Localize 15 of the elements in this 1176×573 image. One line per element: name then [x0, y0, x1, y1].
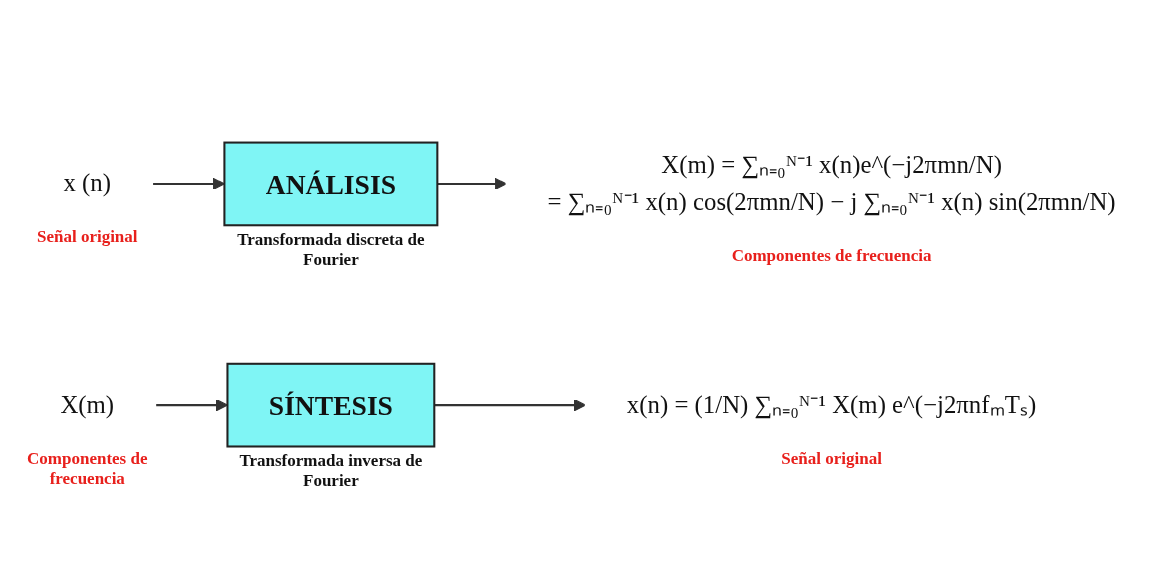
node-box: ANÁLISIS	[223, 141, 439, 227]
node-box: SÍNTESIS	[226, 363, 436, 448]
caption-text: Transformada discreta de Fourier	[236, 229, 426, 271]
caption-text: Componentes de frecuencia	[26, 448, 149, 490]
caption-text: Señal original	[780, 448, 883, 470]
arrow	[152, 178, 225, 191]
node-text: X(m)	[60, 390, 115, 419]
arrow	[155, 399, 228, 412]
caption-text: Transformada inversa de Fourier	[238, 450, 424, 492]
arrow	[437, 178, 507, 191]
caption-text: Señal original	[35, 227, 139, 248]
caption-text: Componentes de frecuencia	[730, 246, 933, 267]
node-text: X(m) = ∑ₙ₌₀ᴺ⁻¹ x(n)e^(−j2πmn/N) = ∑ₙ₌₀ᴺ⁻¹ x(n) cos(2πmn/N) − j ∑ₙ₌₀ᴺ⁻¹ x(n) sin(2πmn/N)	[547, 151, 1116, 216]
node-text: x (n)	[63, 169, 112, 198]
node-text: x(n) = (1/N) ∑ₙ₌₀ᴺ⁻¹ X(m) e^(−j2πnfₘTₛ)	[626, 390, 1037, 419]
